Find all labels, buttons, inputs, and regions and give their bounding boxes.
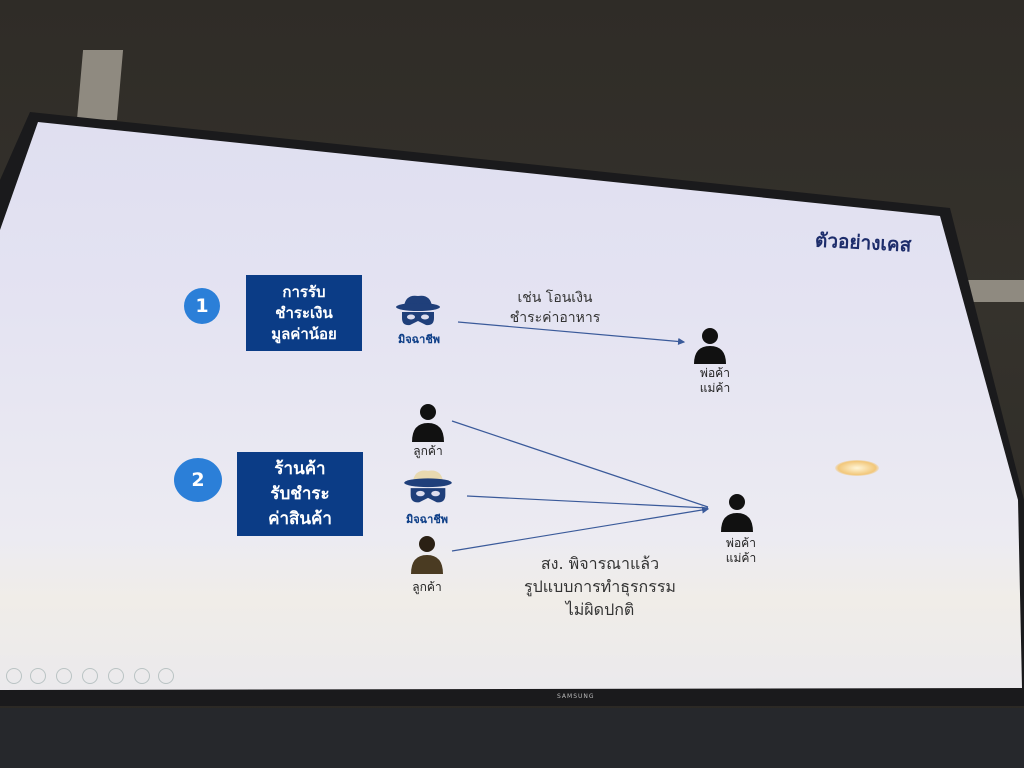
merchant-line: พ่อค้า (726, 536, 756, 550)
case2-box-line: ค่าสินค้า (268, 508, 332, 529)
case2-box-line: รับชำระ (270, 483, 330, 504)
arrow-thief (466, 495, 709, 509)
case1-box-line: การรับ (282, 282, 326, 301)
tv-brand-logo: SAMSUNG (557, 693, 595, 700)
case2-merchant-label: พ่อค้า แม่ค้า (706, 536, 776, 566)
customer-icon (412, 404, 444, 442)
thief-icon (404, 470, 452, 503)
case1-note-line: เช่น โอนเงิน (517, 290, 593, 306)
case2-number: 2 (174, 458, 222, 502)
case1-thief-label: มิจฉาชีพ (397, 333, 441, 346)
customer-icon (411, 536, 443, 574)
case1-number: 1 (184, 288, 220, 324)
screen-control-icon[interactable] (108, 668, 124, 684)
thief-icon (396, 295, 440, 326)
merchant-icon (694, 328, 726, 364)
subtitle-control-icon[interactable] (134, 668, 150, 684)
merchant-icon (721, 494, 753, 532)
case2-box: ร้านค้า รับชำระ ค่าสินค้า (237, 452, 363, 536)
case2-note-line: สง. พิจารณาแล้ว (540, 554, 660, 573)
case2-note: สง. พิจารณาแล้ว รูปแบบการทำธุรกรรม ไม่ผิ… (500, 552, 700, 621)
case2-thief-label: มิจฉาชีพ (405, 513, 449, 526)
arrow-customer2 (451, 506, 710, 552)
case1-box: การรับ ชำระเงิน มูลค่าน้อย (246, 275, 362, 351)
merchant-line: แม่ค้า (725, 551, 757, 565)
wall-below (0, 708, 1024, 768)
merchant-line: พ่อค้า (700, 366, 730, 380)
customer-label: ลูกค้า (413, 444, 443, 458)
case2-note-line: รูปแบบการทำธุรกรรม (524, 577, 676, 596)
arrow-case1 (457, 321, 686, 346)
slides-control-icon[interactable] (56, 668, 72, 684)
arrow-customer1 (451, 420, 709, 508)
pen-control-icon[interactable] (30, 668, 46, 684)
case1-note-line: ชำระค่าอาหาร (509, 310, 601, 326)
case1-merchant-label: พ่อค้า แม่ค้า (680, 366, 750, 396)
light-glare (835, 460, 879, 476)
ceiling-beam (960, 280, 1024, 302)
case2-note-line: ไม่ผิดปกติ (565, 600, 635, 619)
merchant-line: แม่ค้า (699, 381, 731, 395)
case1-note: เช่น โอนเงิน ชำระค่าอาหาร (490, 288, 620, 328)
more-control-icon[interactable] (158, 668, 174, 684)
case1-box-line: มูลค่าน้อย (271, 324, 337, 343)
zoom-control-icon[interactable] (82, 668, 98, 684)
prev-control-icon[interactable] (6, 668, 22, 684)
customer-label: ลูกค้า (412, 580, 442, 594)
case2-box-line: ร้านค้า (274, 458, 326, 479)
case1-box-line: ชำระเงิน (275, 303, 333, 322)
